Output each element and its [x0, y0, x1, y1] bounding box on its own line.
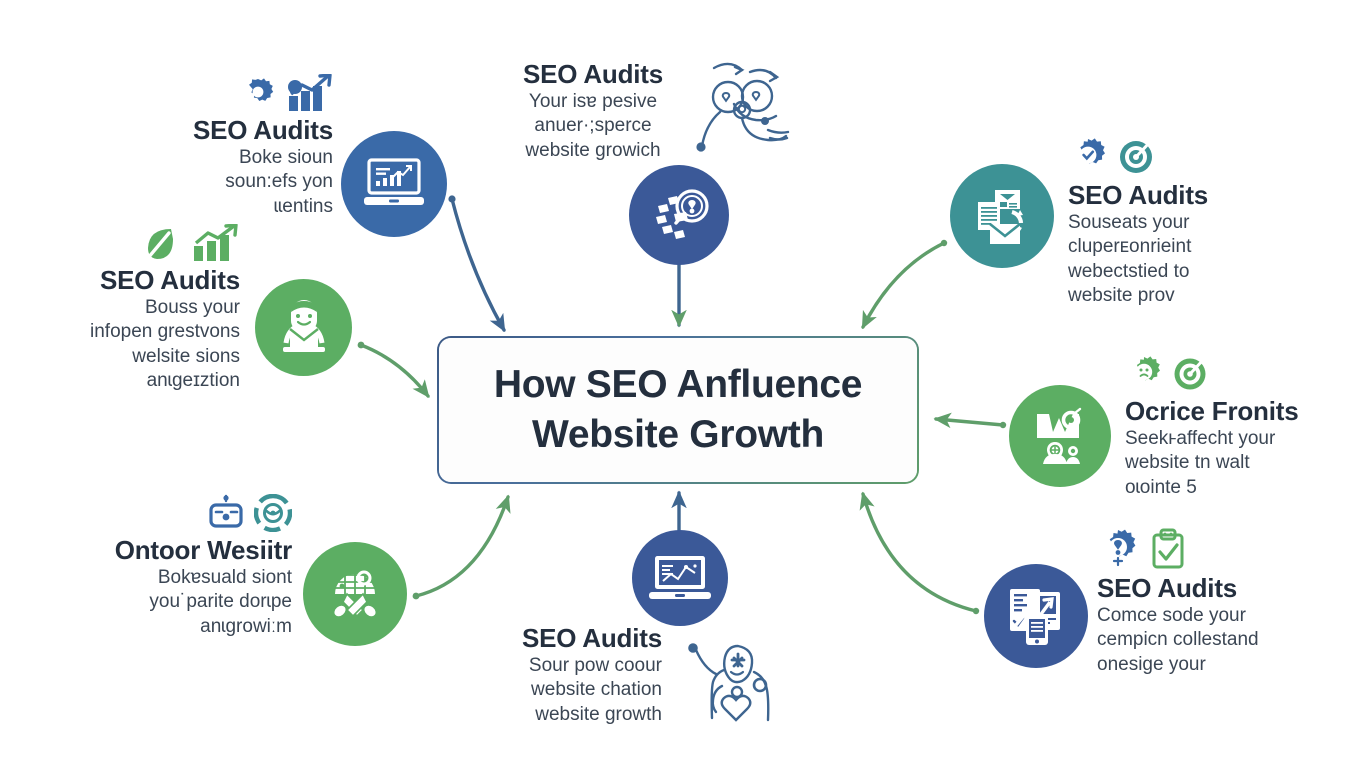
settings-circle-icon: [254, 494, 292, 532]
text-block-bottom-right: SEO Audits Comce sode your cempicn colle…: [1097, 528, 1347, 677]
body-line: Your isɐ pesive: [528, 90, 658, 112]
body-line: welsite sions: [132, 345, 240, 367]
body-line: anɩgeɪztion: [146, 370, 240, 392]
node-circle-bottom-right[interactable]: [984, 564, 1088, 668]
node-circle-left-lower[interactable]: [303, 542, 407, 646]
body-line: website tn walt: [1125, 452, 1250, 474]
body-line: cempicn collestand: [1097, 629, 1259, 651]
arrow-left-upper: [357, 341, 430, 398]
body-line: Bouss your: [144, 296, 240, 318]
block-body-left-upper: Bouss your infopen grestvons welsite sio…: [45, 296, 240, 394]
text-block-right-middle: Ocrice Fronits Seekⱶaffecht your website…: [1125, 355, 1350, 500]
chart-people-pin-icon: [1037, 407, 1082, 464]
arrow-top-right: [861, 239, 948, 330]
block-title-left-lower: Ontoor Wesiitr: [114, 535, 292, 565]
camera-bot-icon: [209, 494, 243, 528]
body-line: you˙parite dorɩpe: [149, 591, 292, 613]
node-circle-top-right[interactable]: [950, 164, 1054, 268]
center-node: How SEO Anfluence Website Growth: [437, 336, 919, 484]
body-line: website growich: [525, 139, 661, 161]
block-title-bottom-right: SEO Audits: [1097, 573, 1238, 603]
body-line: webectstied to: [1068, 260, 1190, 282]
target-icon: [1120, 139, 1153, 173]
text-block-left-upper: SEO Audits Bouss your infopen grestvons …: [45, 224, 240, 394]
person-laptop-mail-icon: [282, 299, 325, 352]
body-line: Boke sioun: [238, 146, 333, 168]
body-line: Bokɐsuald siont: [157, 566, 292, 588]
laptop-analytics-icon: [364, 158, 424, 205]
block-title-top-left: SEO Audits: [192, 115, 333, 145]
text-block-bottom-center: SEO Audits Sour pow coour website chatio…: [470, 623, 662, 728]
documents-mail-icon: [978, 190, 1024, 244]
block-body-top-right: Souseats your cluperᴇonrieint webectstie…: [1068, 211, 1308, 309]
text-block-top-right: SEO Audits Souseats your cluperᴇonrieint…: [1068, 137, 1308, 309]
body-line: anɩgrowiːm: [200, 615, 292, 637]
node-circle-left-upper[interactable]: [255, 279, 352, 376]
gear-check-icon: [1079, 138, 1105, 164]
block-body-top-center: Your isɐ pesive anuer·;sperce website gr…: [498, 90, 688, 164]
center-title-line-2: Website Growth: [532, 413, 824, 456]
gear-icon: [249, 78, 274, 101]
arrow-left-lower: [412, 494, 511, 600]
block-body-right-middle: Seekⱶaffecht your website tn walt oɩoint…: [1125, 427, 1350, 501]
body-line: soun:efs yon: [225, 171, 333, 193]
text-block-top-left: SEO Audits Boke sioun soun:efs yon ɩɩent…: [158, 74, 333, 219]
growth-chart-icon: [288, 74, 332, 111]
globe-handshake-icon: [332, 570, 378, 619]
block-title-right-middle: Ocrice Fronits: [1125, 396, 1299, 426]
mini-icons-bottom-right: [1097, 528, 1347, 570]
target-arrow-icon: [1174, 356, 1207, 390]
center-title-line-1: How SEO Anfluence: [493, 363, 863, 407]
text-block-top-center: SEO Audits Your isɐ pesive anuer·;sperce…: [498, 59, 688, 164]
block-body-top-left: Boke sioun soun:efs yon ɩɩentins: [158, 146, 333, 220]
leaf-pen-icon: [146, 229, 173, 260]
mini-icons-top-right: [1068, 137, 1308, 177]
clipboard-check-icon: [1152, 528, 1184, 569]
block-title-top-center: SEO Audits: [522, 59, 664, 89]
block-title-bottom-center: SEO Audits: [521, 623, 662, 653]
block-title-left-upper: SEO Audits: [99, 265, 240, 295]
body-line: website growth: [535, 703, 662, 725]
mini-icons-right-middle: [1125, 355, 1350, 393]
body-line: ɩɩentins: [273, 195, 333, 217]
body-line: cluperᴇonrieint: [1068, 236, 1192, 258]
arrow-bottom-right: [859, 491, 980, 615]
body-line: oɩointe 5: [1125, 476, 1197, 498]
node-circle-bottom-center[interactable]: [632, 530, 728, 626]
block-body-bottom-right: Comce sode your cempicn collestand onesi…: [1097, 604, 1347, 678]
decor-robot-top-center: [690, 52, 798, 165]
text-block-left-lower: Ontoor Wesiitr Bokɐsuald siont you˙parit…: [62, 494, 292, 639]
body-line: infopen grestvons: [90, 321, 240, 343]
block-title-top-right: SEO Audits: [1068, 180, 1209, 210]
center-node-inner: How SEO Anfluence Website Growth: [439, 338, 917, 482]
mini-icons-left-upper: [45, 224, 240, 262]
gear-person-icon: [1109, 529, 1136, 567]
node-circle-right-middle[interactable]: [1009, 385, 1111, 487]
body-line: Comce sode your: [1097, 604, 1246, 626]
decor-person-bottom-center: [676, 628, 786, 739]
body-line: onesige your: [1097, 653, 1206, 675]
seo-search-pie-icon: [656, 189, 709, 239]
block-body-bottom-center: Sour pow coour website chation website g…: [470, 654, 662, 728]
dashboard-laptop-icon: [649, 556, 711, 599]
node-circle-top-center[interactable]: [629, 165, 729, 265]
node-circle-top-left[interactable]: [341, 131, 447, 237]
mini-icons-left-lower: [62, 494, 292, 532]
line-art-robot-icon: [696, 62, 790, 152]
reports-devices-icon: [1010, 589, 1060, 645]
body-line: Sour pow coour: [528, 654, 662, 676]
block-body-left-lower: Bokɐsuald siont you˙parite dorɩpe anɩgro…: [62, 566, 292, 640]
body-line: website chation: [531, 679, 662, 701]
body-line: Souseats your: [1068, 211, 1190, 233]
bar-growth-icon: [194, 224, 238, 261]
body-line: Seekⱶaffecht your: [1125, 427, 1276, 449]
arrow-top-left: [448, 195, 506, 333]
mini-icons-top-left: [158, 74, 333, 112]
gear-face-icon: [1135, 356, 1160, 381]
body-line: anuer·;sperce: [534, 115, 652, 137]
arrow-right-middle: [933, 412, 1007, 429]
body-line: website prov: [1068, 285, 1175, 307]
line-art-person-heart-icon: [688, 643, 770, 722]
